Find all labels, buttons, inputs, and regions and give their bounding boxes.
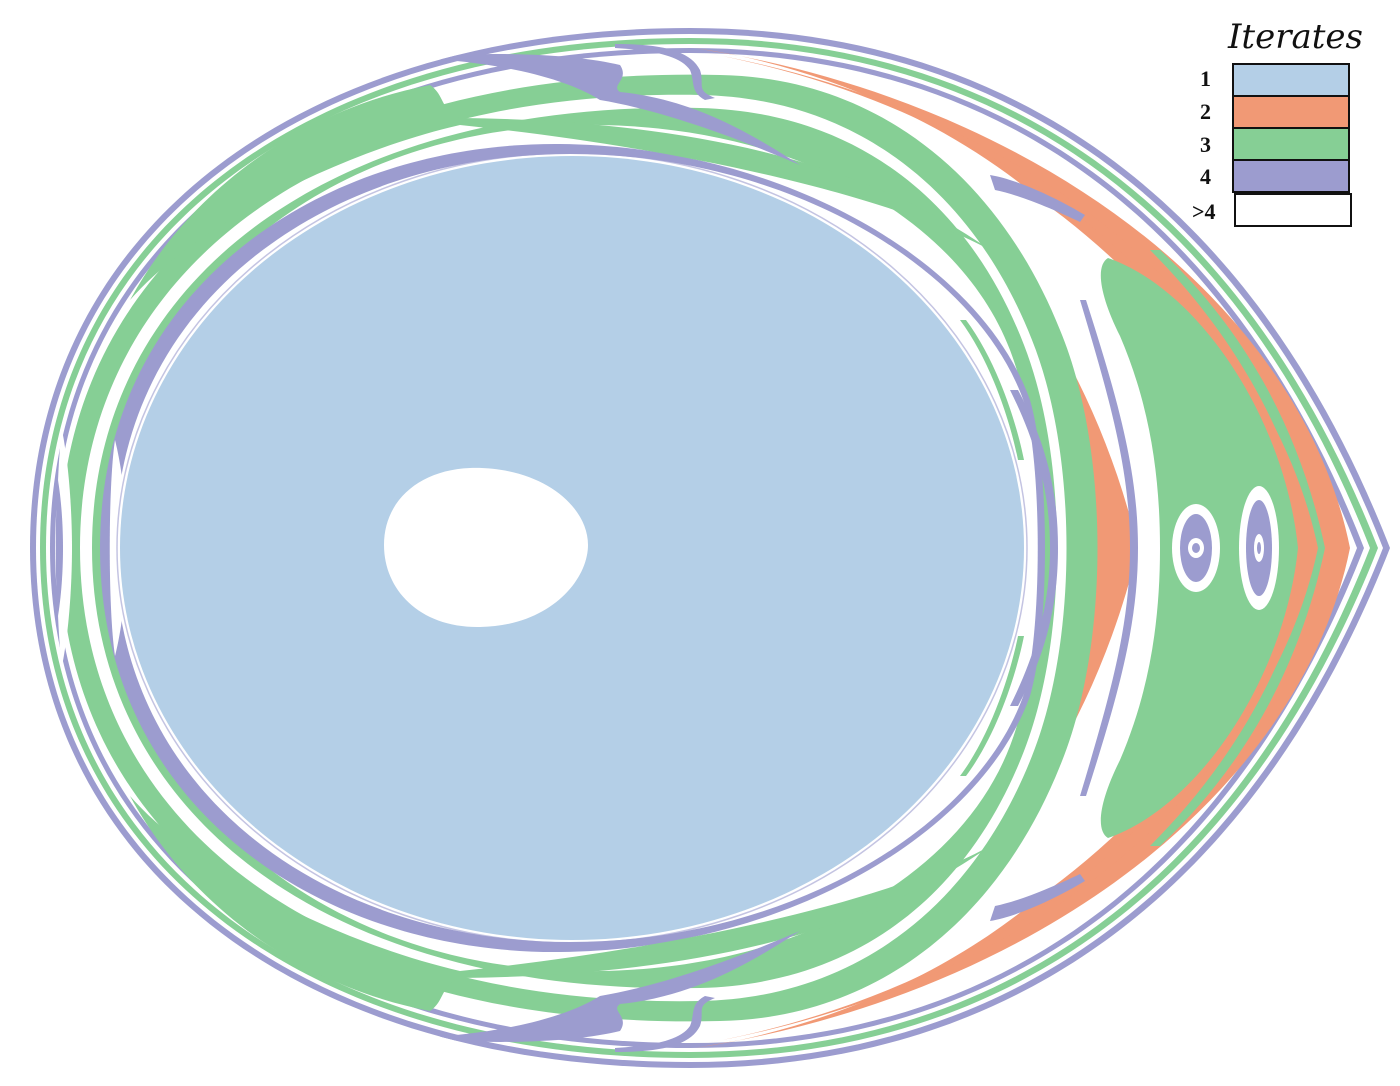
legend-entry-3: 3: [1200, 127, 1350, 161]
left-filament-purple: [55, 480, 63, 616]
legend-label-3: 3: [1200, 132, 1211, 157]
inner-right-filament-green: [960, 320, 1024, 460]
legend-entry-1: 1: [1200, 63, 1350, 97]
top-filament-purple-small: [615, 44, 715, 100]
basin-layer: [1192, 543, 1200, 553]
island-left: [1172, 504, 1220, 592]
legend-label-2: 2: [1200, 99, 1211, 124]
bottom-wedge-purple: [420, 931, 800, 1042]
legend-swatch-5: [1234, 193, 1352, 227]
legend: Iterates 1 2 3 4 >4: [1192, 17, 1363, 227]
central-basin-rim: [116, 152, 1028, 944]
legend-swatch-3: [1232, 127, 1350, 161]
leaf-filament-purple-left: [1080, 300, 1138, 796]
basin-layer: [1257, 542, 1261, 554]
left-filament-white: [56, 430, 72, 666]
legend-entry-5: >4: [1192, 193, 1352, 227]
inner-right-filament-purple: [1010, 390, 1058, 706]
bottom-wedge-green: [130, 796, 990, 1011]
top-wedge-purple: [420, 54, 800, 165]
basin-region: [30, 28, 1390, 1068]
legend-swatch-1: [1232, 63, 1350, 97]
leaf-filament-purple-top: [990, 175, 1085, 222]
legend-label-5: >4: [1192, 199, 1216, 224]
bottom-filament-purple-small: [615, 996, 715, 1052]
legend-title: Iterates: [1227, 17, 1363, 57]
legend-entry-2: 2: [1200, 95, 1350, 129]
leaf-filament-purple-bottom: [990, 874, 1085, 921]
inner-right-filament-green-b: [960, 636, 1024, 776]
legend-label-4: 4: [1200, 164, 1211, 189]
legend-label-1: 1: [1200, 66, 1211, 91]
island-right: [1239, 486, 1279, 610]
central-hole: [384, 467, 588, 628]
crescent-band-orange: [695, 48, 1350, 1048]
legend-entry-4: 4: [1200, 159, 1350, 193]
legend-swatch-4: [1232, 159, 1350, 193]
top-wedge-green: [130, 85, 990, 300]
legend-swatch-2: [1232, 95, 1350, 129]
